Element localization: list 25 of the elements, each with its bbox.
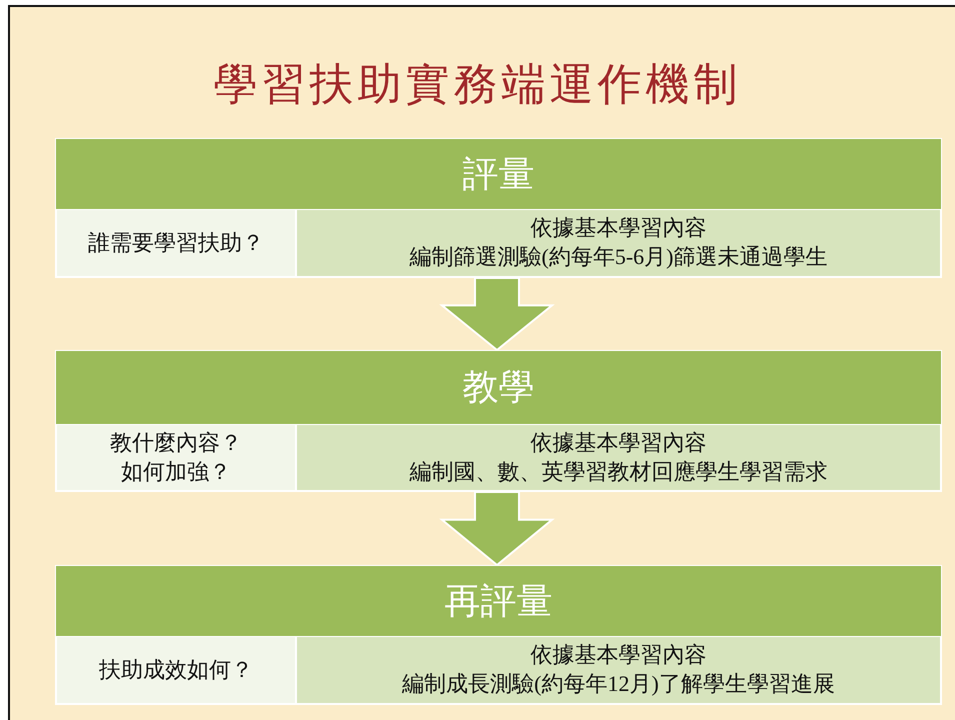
block-arrow xyxy=(439,277,555,352)
question-cell xyxy=(56,209,296,277)
question-cell xyxy=(56,636,296,704)
description-text: 編制國、數、英學習教材回應學生學習需求 xyxy=(410,458,828,486)
question-text: 扶助成效如何？ xyxy=(99,656,253,684)
block-arrow xyxy=(439,491,555,566)
stage-heading: 再評量 xyxy=(444,580,552,622)
description-text: 依據基本學習內容 xyxy=(530,641,706,670)
description-text: 依據基本學習內容 xyxy=(530,214,706,242)
description-cell xyxy=(296,209,941,277)
stage-box xyxy=(55,565,942,705)
stage-box xyxy=(55,138,942,278)
description-cell xyxy=(296,424,941,491)
diagram-title: 學習扶助實務端運作機制 xyxy=(212,59,742,111)
description-cell xyxy=(296,636,941,704)
stage-box xyxy=(55,350,942,492)
question-text: 誰需要學習扶助？ xyxy=(88,228,264,257)
description-text: 依據基本學習內容 xyxy=(530,428,706,457)
description-text: 編制篩選測驗(約每年5-6月)篩選未通過學生 xyxy=(410,243,828,271)
stage-heading: 評量 xyxy=(462,152,534,196)
question-text: 教什麼內容？ xyxy=(110,428,242,457)
stage-heading: 教學 xyxy=(462,366,534,409)
question-text: 如何加強？ xyxy=(121,458,231,486)
description-text: 編制成長測驗(約每年12月)了解學生學習進展 xyxy=(402,670,835,698)
question-cell xyxy=(56,424,296,491)
